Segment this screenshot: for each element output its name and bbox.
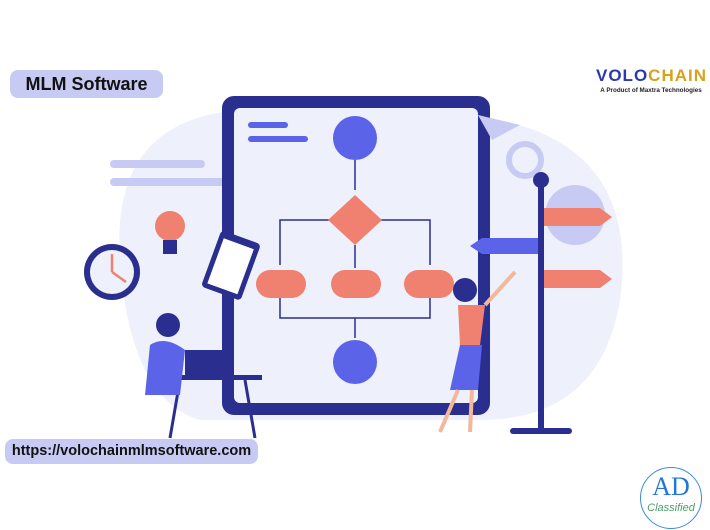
logo-brand-part1: VOLO [596,66,649,85]
badge-main: AD [652,472,690,501]
paper-plane-icon [478,115,520,140]
sign-arrow [544,270,612,288]
flow-process-node [256,270,306,298]
logo-brand-part2: CHAIN [648,66,708,85]
page-title: MLM Software [10,70,163,98]
logo-tagline: A Product of Maxtra Technologies [600,87,702,94]
flow-process-node [331,270,381,298]
badge-sub: Classified [647,502,695,514]
sign-arrow [544,208,612,226]
flow-start-node [333,116,377,160]
website-url[interactable]: https://volochainmlmsoftware.com [5,439,258,464]
lightbulb-icon [155,211,185,254]
woman-pointing [438,270,517,433]
signpost [538,180,544,430]
flow-end-node [333,340,377,384]
woman-at-desk [145,313,262,439]
flow-decision-node [328,195,382,245]
clock-icon [84,244,140,300]
gear-icon [506,141,544,179]
clipboard-icon [202,231,260,300]
ad-classified-badge: AD Classified [640,467,702,529]
flow-process-node [404,270,454,298]
deco-line [110,160,205,168]
volochain-logo: VOLOCHAIN A Product of Maxtra Technologi… [596,66,706,94]
sign-arrow [470,238,538,254]
deco-line [110,178,245,186]
